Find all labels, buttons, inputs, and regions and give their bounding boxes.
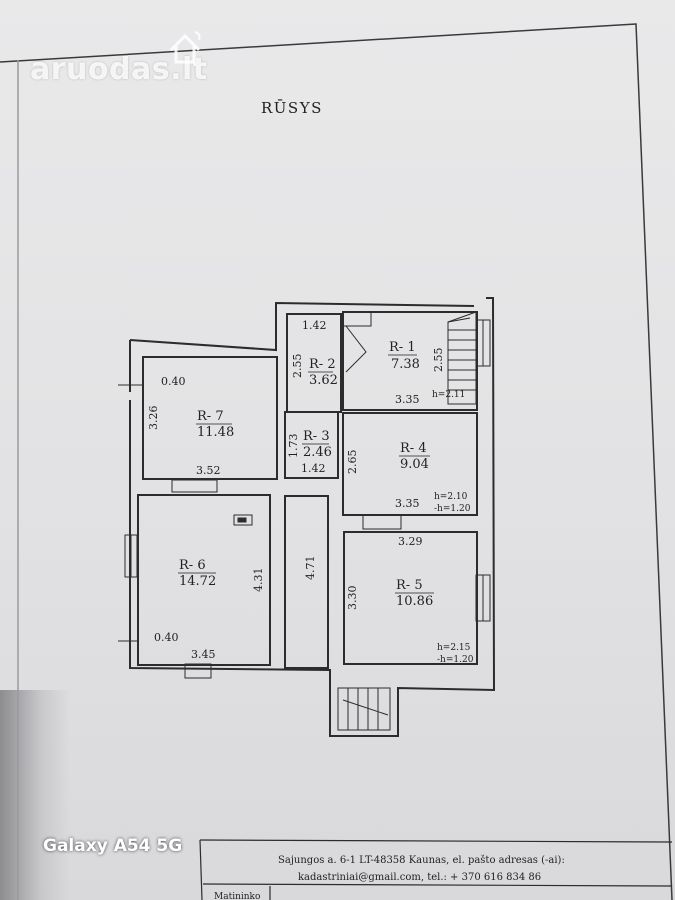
dim-0-40-top: 0.40 xyxy=(161,375,186,388)
footer-address-line2: kadastriniai@gmail.com, tel.: + 370 616 … xyxy=(298,872,541,883)
room-r3-area: 2.46 xyxy=(303,445,332,460)
room-r1-area: 7.38 xyxy=(391,357,420,372)
height-r5: h=2.15 xyxy=(437,643,471,653)
room-r2-area: 3.62 xyxy=(309,373,338,388)
height-minus-r4: -h=1.20 xyxy=(434,504,471,514)
room-r5-id: R- 5 xyxy=(396,578,423,593)
dim-3-30: 3.30 xyxy=(346,586,359,611)
room-r2-id: R- 2 xyxy=(309,357,336,372)
dim-3-35-r1: 3.35 xyxy=(395,393,420,406)
room-r6-area: 14.72 xyxy=(179,574,216,589)
dim-3-29: 3.29 xyxy=(398,535,423,548)
page-shadow xyxy=(0,690,70,900)
dim-1-42-r3: 1.42 xyxy=(301,462,326,475)
dim-3-45: 3.45 xyxy=(191,648,216,661)
dim-3-26: 3.26 xyxy=(147,406,160,431)
dim-2-65: 2.65 xyxy=(346,450,359,475)
height-r4: h=2.10 xyxy=(434,492,468,502)
height-minus-r5: -h=1.20 xyxy=(437,655,474,665)
plan-title: RŪSYS xyxy=(261,99,323,117)
room-r3-id: R- 3 xyxy=(303,429,330,444)
dim-4-71: 4.71 xyxy=(304,556,317,581)
room-r4-id: R- 4 xyxy=(400,441,427,456)
room-r7-area: 11.48 xyxy=(197,425,234,440)
footer-label-left: Matininko xyxy=(214,892,260,900)
room-r5-area: 10.86 xyxy=(396,594,433,609)
house-icon xyxy=(169,31,201,64)
room-r6-id: R- 6 xyxy=(179,558,206,573)
room-r7-id: R- 7 xyxy=(197,409,224,424)
dim-1-73: 1.73 xyxy=(287,434,300,459)
dim-4-31: 4.31 xyxy=(252,568,265,593)
footer-address-line1: Sajungos a. 6-1 LT-48358 Kaunas, el. paš… xyxy=(278,855,565,866)
dim-2-55-r2: 2.55 xyxy=(291,354,304,379)
dim-1-42-top: 1.42 xyxy=(302,319,327,332)
watermark-logo: aruodas.lt xyxy=(30,52,208,87)
room-r4-area: 9.04 xyxy=(400,457,429,472)
height-r1: h=2.11 xyxy=(432,390,465,400)
dim-3-52: 3.52 xyxy=(196,464,221,477)
camera-watermark: Galaxy A54 5G xyxy=(43,836,183,856)
dim-0-40-bottom: 0.40 xyxy=(154,631,179,644)
dim-3-35-r4: 3.35 xyxy=(395,497,420,510)
room-r1-id: R- 1 xyxy=(389,340,416,355)
dim-2-55-r1: 2.55 xyxy=(432,348,445,373)
